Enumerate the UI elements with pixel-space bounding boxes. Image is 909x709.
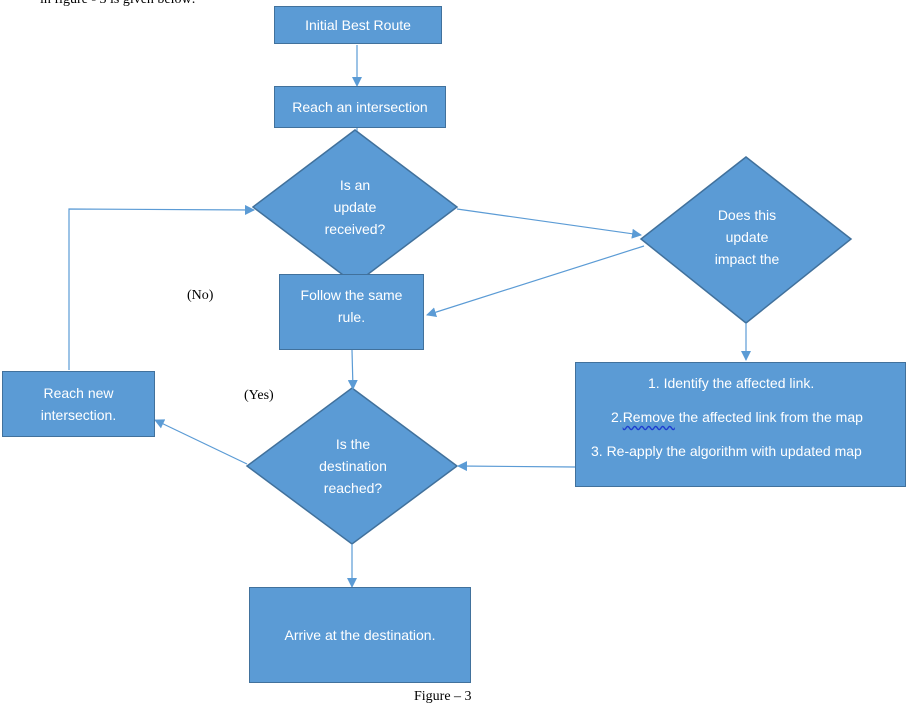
reach-intersection-label: Reach an intersection xyxy=(292,99,428,115)
impact-line-3: impact the xyxy=(714,251,780,267)
update-received-text: Is an update received? xyxy=(300,174,410,240)
destination-line-2: destination xyxy=(319,458,387,474)
impact-line-2: update xyxy=(725,229,769,245)
step-1-text: 1. Identify the affected link. xyxy=(648,375,815,391)
step-2-text: 2.Remove the affected link from the map xyxy=(611,409,863,425)
step-2-rest: the affected link from the map xyxy=(674,409,863,425)
destination-line-1: Is the xyxy=(335,436,371,452)
follow-rule-line-1: Follow the same xyxy=(300,287,403,303)
arrive-destination-box: Arrive at the destination. xyxy=(249,587,471,683)
reach-new-line-1: Reach new xyxy=(43,385,114,401)
edge-label-yes: (Yes) xyxy=(244,388,274,403)
step-2-spellcheck-word: Remove xyxy=(622,409,675,425)
update-line-2: update xyxy=(333,199,377,215)
edge-follow-rule-to-destination xyxy=(347,349,358,390)
edge-steps-to-destination xyxy=(457,461,576,472)
edge-impact-to-follow-rule xyxy=(426,245,645,318)
edge-destination-to-new-intersection xyxy=(154,419,248,465)
impact-question-text: Does this update impact the xyxy=(691,204,803,273)
initial-best-route-box: Initial Best Route xyxy=(274,6,442,44)
arrive-destination-label: Arrive at the destination. xyxy=(284,627,436,643)
reach-new-line-2: intersection. xyxy=(40,407,117,423)
initial-best-route-label: Initial Best Route xyxy=(305,17,411,33)
destination-reached-text: Is the destination reached? xyxy=(297,433,409,499)
follow-rule-line-2: rule. xyxy=(337,309,366,325)
update-line-3: received? xyxy=(324,221,386,237)
edge-new-intersection-loop-back xyxy=(68,204,255,370)
impact-line-1: Does this xyxy=(717,207,777,223)
edge-label-no: (No) xyxy=(187,288,214,303)
step-3-text: 3. Re-apply the algorithm with updated m… xyxy=(591,443,862,459)
follow-same-rule-box: Follow the same rule. xyxy=(279,274,424,350)
destination-line-3: reached? xyxy=(323,480,383,496)
update-line-1: Is an xyxy=(339,177,371,193)
steps-box xyxy=(575,362,906,487)
step-2-number: 2. xyxy=(611,409,623,425)
reach-intersection-box: Reach an intersection xyxy=(274,86,446,128)
page-top-partial-text: in figure - 3 is given below: xyxy=(40,0,196,8)
reach-new-intersection-box: Reach new intersection. xyxy=(2,371,155,437)
edge-update-to-impact xyxy=(456,208,642,239)
figure-caption: Figure – 3 xyxy=(414,689,472,704)
